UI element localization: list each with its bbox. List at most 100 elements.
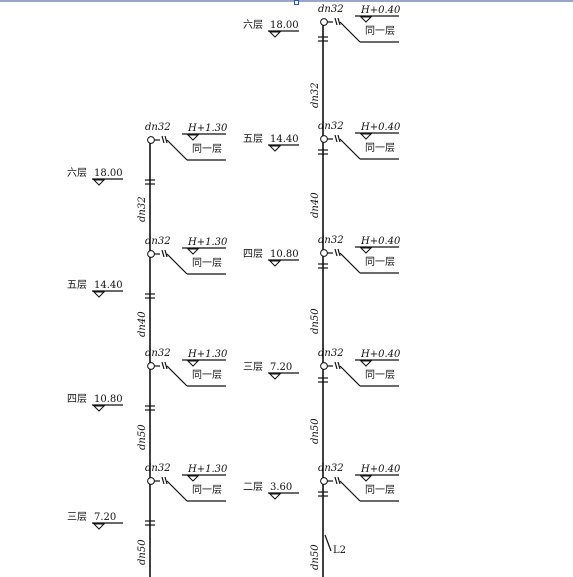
branch-height: H+0.40 (360, 5, 401, 16)
branch-tick (337, 476, 341, 485)
floor-level-triangle (92, 291, 106, 298)
height-triangle (359, 247, 373, 254)
valve-symbol (320, 362, 328, 370)
branch-height: H+1.30 (187, 123, 228, 134)
branch-pipe-size: dn32 (145, 122, 171, 133)
branch-tick (334, 476, 338, 485)
branch-height: H+0.40 (360, 464, 401, 475)
branch-tick (164, 476, 168, 485)
branch-note: 同一层 (192, 369, 222, 381)
branch-note: 同一层 (192, 143, 222, 155)
branch-note: 同一层 (365, 484, 395, 496)
branch-pipe (339, 252, 361, 274)
branch-pipe-size: dn32 (145, 236, 171, 247)
branch-tick (334, 248, 338, 257)
branch-tick (164, 135, 168, 144)
floor-elevation: 10.80 (94, 394, 123, 405)
selection-handle[interactable] (294, 0, 299, 5)
branch-pipe-size: dn32 (318, 235, 344, 246)
branch-note: 同一层 (365, 25, 395, 37)
branch-pipe (166, 139, 188, 161)
height-triangle (359, 133, 373, 140)
branch-tick (161, 135, 165, 144)
valve-symbol (320, 477, 328, 485)
floor-elevation: 18.00 (270, 20, 299, 31)
branch-tick (164, 249, 168, 258)
segment-pipe-size: dn50 (310, 418, 321, 444)
segment-pipe-size: dn32 (310, 82, 321, 108)
floor-name: 五层 (243, 133, 263, 145)
height-triangle (359, 16, 373, 23)
floor-elevation: 3.60 (270, 482, 292, 493)
floor-level-triangle (92, 179, 106, 186)
height-triangle (186, 134, 200, 141)
segment-pipe-size: dn50 (137, 539, 148, 565)
floor-level-triangle (92, 405, 106, 412)
valve-symbol (320, 18, 328, 26)
segment-pipe-size: dn50 (137, 424, 148, 450)
branch-tick (334, 361, 338, 370)
floor-name: 三层 (67, 511, 87, 523)
floor-level-triangle (268, 260, 282, 267)
branch-height: H+0.40 (360, 349, 401, 360)
branch-height: H+1.30 (187, 349, 228, 360)
branch-pipe-size: dn32 (145, 463, 171, 474)
branch-pipe (339, 138, 361, 160)
valve-symbol (320, 249, 328, 257)
branch-tick (161, 476, 165, 485)
floor-name: 二层 (243, 481, 263, 493)
branch-note: 同一层 (365, 142, 395, 154)
floor-elevation: 14.40 (270, 134, 299, 145)
floor-elevation: 10.80 (270, 249, 299, 260)
branch-note: 同一层 (192, 257, 222, 269)
height-triangle (186, 475, 200, 482)
branch-tick (337, 361, 341, 370)
branch-tick (334, 134, 338, 143)
window-top-border (0, 0, 573, 4)
valve-symbol (147, 250, 155, 258)
branch-note: 同一层 (192, 484, 222, 496)
branch-pipe-size: dn32 (318, 4, 344, 15)
segment-pipe-size: dn50 (310, 544, 321, 570)
floor-level-triangle (268, 31, 282, 38)
floor-name: 五层 (67, 279, 87, 291)
branch-height: H+0.40 (360, 122, 401, 133)
floor-elevation: 7.20 (94, 512, 116, 523)
floor-name: 四层 (243, 248, 263, 260)
branch-pipe (339, 480, 361, 502)
floor-elevation: 14.40 (94, 280, 123, 291)
valve-symbol (147, 136, 155, 144)
branch-height: H+1.30 (187, 464, 228, 475)
floor-level-triangle (92, 523, 106, 530)
riser-label: L2 (333, 545, 346, 556)
branch-tick (337, 17, 341, 26)
floor-name: 三层 (243, 361, 263, 373)
height-triangle (186, 360, 200, 367)
branch-pipe (166, 253, 188, 275)
branch-tick (337, 248, 341, 257)
branch-pipe-size: dn32 (145, 348, 171, 359)
branch-pipe (339, 21, 361, 43)
floor-name: 六层 (67, 167, 87, 179)
segment-pipe-size: dn32 (137, 196, 148, 222)
floor-level-triangle (268, 493, 282, 500)
branch-height: H+0.40 (360, 236, 401, 247)
branch-pipe (166, 480, 188, 502)
floor-name: 四层 (67, 393, 87, 405)
branch-tick (161, 249, 165, 258)
height-triangle (359, 475, 373, 482)
segment-pipe-size: dn40 (137, 311, 148, 337)
valve-symbol (147, 477, 155, 485)
branch-pipe-size: dn32 (318, 348, 344, 359)
floor-level-triangle (268, 145, 282, 152)
segment-pipe-size: dn40 (310, 192, 321, 218)
branch-height: H+1.30 (187, 237, 228, 248)
floor-elevation: 18.00 (94, 168, 123, 179)
valve-symbol (320, 135, 328, 143)
segment-pipe-size: dn50 (310, 308, 321, 334)
branch-tick (337, 134, 341, 143)
floor-elevation: 7.20 (270, 362, 292, 373)
branch-note: 同一层 (365, 256, 395, 268)
